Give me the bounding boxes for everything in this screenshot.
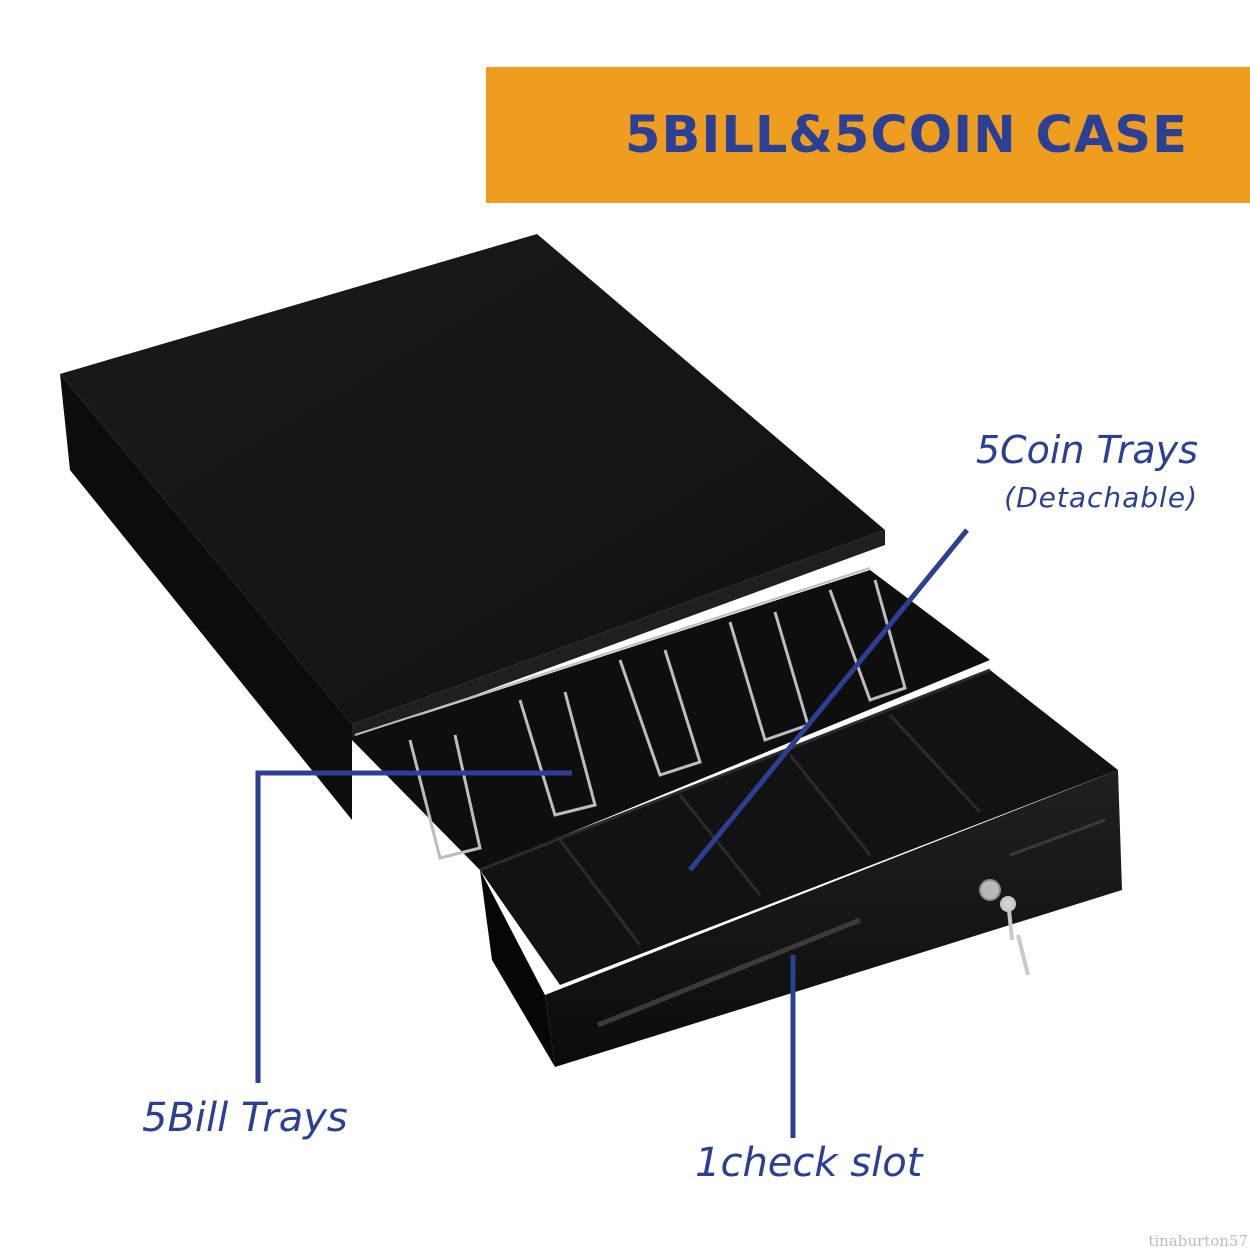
- bill-trays-label: 5Bill Trays: [142, 1095, 348, 1141]
- title-banner: 5BILL&5COIN CASE: [486, 67, 1250, 203]
- drawer-interior: [350, 567, 1118, 985]
- callout-lines: [255, 528, 969, 1138]
- front-groove: [1009, 818, 1106, 857]
- cabinet-top: [60, 234, 885, 724]
- cabinet-left-side: [60, 374, 352, 820]
- coin-trays-label: 5Coin Trays: [975, 428, 1198, 472]
- drawer-front-side: [480, 870, 555, 1067]
- lock-icon: [979, 879, 1001, 901]
- banner-title: 5BILL&5COIN CASE: [625, 105, 1188, 165]
- cabinet-front-lip: [352, 530, 885, 740]
- drawer-front: [480, 770, 1122, 1067]
- watermark: tinaburton57: [1148, 1232, 1248, 1250]
- coin-trays-detachable-note: (Detachable): [1004, 481, 1198, 514]
- bill-trays-callout-line: [255, 770, 572, 1083]
- drawer-cabinet: [60, 234, 885, 820]
- check-slot: [597, 917, 861, 1028]
- coin-tray-dividers: [479, 668, 991, 946]
- coin-tray-area: [480, 670, 1118, 985]
- check-slot-label: 1check slot: [695, 1140, 923, 1186]
- key-icon: [1000, 896, 1030, 976]
- bill-clips: [354, 567, 907, 860]
- coin-trays-callout-line: [688, 528, 969, 872]
- bill-tray-area: [350, 570, 990, 870]
- drawer-front-panel: [545, 770, 1122, 1067]
